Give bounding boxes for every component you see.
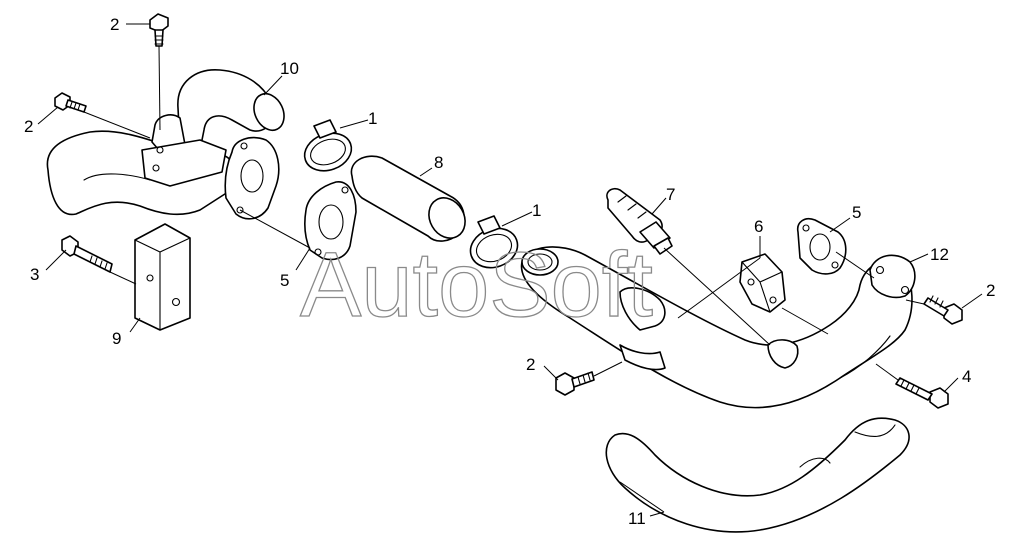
callout-2-middle: 2 <box>526 355 535 374</box>
callout-6: 6 <box>754 217 763 236</box>
part-10-elbow <box>46 69 285 220</box>
callout-2-left: 2 <box>24 117 33 136</box>
part-7-fitting <box>606 187 673 255</box>
leader-lines <box>37 23 983 517</box>
part-9-block <box>134 223 191 331</box>
callout-4: 4 <box>962 367 971 386</box>
callout-5-left: 5 <box>280 271 289 290</box>
part-3-bolt <box>61 235 113 273</box>
part-2-bolt-middle <box>555 371 595 396</box>
part-5-gasket-right <box>796 217 847 275</box>
watermark-text: AutoSoft <box>300 234 653 336</box>
callout-3: 3 <box>30 265 39 284</box>
part-2-bolt-left <box>54 92 87 113</box>
callout-9: 9 <box>112 329 121 348</box>
part-5-gasket-left <box>304 181 357 261</box>
part-6-bracket <box>739 253 786 313</box>
callout-1-lower: 1 <box>532 201 541 220</box>
callout-labels: 2 2 10 1 8 1 7 6 5 12 2 3 5 9 2 4 11 <box>24 15 995 528</box>
part-11-hose <box>605 417 910 533</box>
part-1-clamp-upper <box>303 119 353 172</box>
callout-8: 8 <box>434 153 443 172</box>
part-2-bolt-right <box>923 295 963 325</box>
part-1-clamp-lower <box>469 215 519 269</box>
part-12-pipe <box>520 246 916 409</box>
callout-1-upper: 1 <box>368 109 377 128</box>
part-8-sleeve <box>350 155 466 242</box>
callout-12: 12 <box>930 245 949 264</box>
part-4-bolt <box>895 377 949 409</box>
part-2-bolt-top <box>149 13 169 47</box>
callout-2-right: 2 <box>986 281 995 300</box>
callout-11: 11 <box>628 509 646 528</box>
callout-10: 10 <box>280 59 299 78</box>
callout-5-right: 5 <box>852 203 861 222</box>
callout-7: 7 <box>666 185 675 204</box>
callout-2-top: 2 <box>110 15 119 34</box>
